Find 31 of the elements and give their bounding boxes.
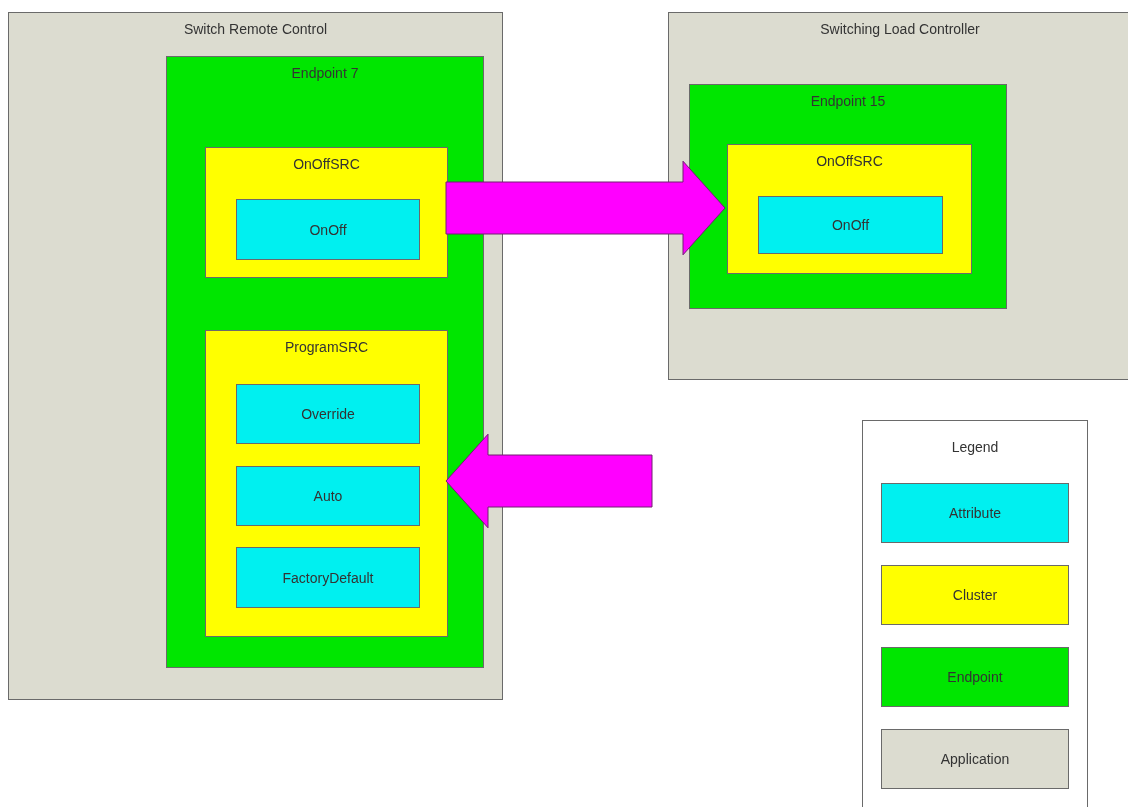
attribute-label: Override	[301, 406, 355, 422]
endpoint-box	[166, 56, 484, 668]
cluster-box	[205, 147, 448, 278]
box-title: ProgramSRC	[284, 339, 369, 355]
attribute-box	[236, 199, 420, 260]
legend-swatch: Cluster	[881, 565, 1069, 625]
legend-title: Legend	[950, 439, 1000, 455]
box-title: OnOffSRC	[293, 156, 360, 172]
attribute-label: OnOff	[831, 217, 870, 233]
legend-swatch: Application	[881, 729, 1069, 789]
box-title: Switching Load Controller	[820, 21, 980, 37]
attribute-box	[236, 384, 420, 444]
endpoint-box	[689, 84, 1007, 309]
application-panel	[8, 12, 503, 700]
cluster-box	[727, 144, 972, 274]
application-panel	[668, 12, 1128, 380]
attribute-box	[236, 547, 420, 608]
cluster-box	[205, 330, 448, 637]
attribute-box	[758, 196, 943, 254]
box-title: Switch Remote Control	[183, 21, 328, 37]
attribute-label: Auto	[313, 488, 343, 504]
block-arrow	[445, 160, 726, 256]
block-arrow	[445, 433, 653, 529]
legend-swatch: Endpoint	[881, 647, 1069, 707]
attribute-box	[236, 466, 420, 526]
legend-swatch: Attribute	[881, 483, 1069, 543]
box-title: Endpoint 7	[291, 65, 359, 81]
box-title: Endpoint 15	[810, 93, 886, 109]
attribute-label: OnOff	[309, 221, 347, 238]
attribute-label: FactoryDefault	[282, 569, 374, 586]
box-title: OnOffSRC	[816, 153, 883, 169]
